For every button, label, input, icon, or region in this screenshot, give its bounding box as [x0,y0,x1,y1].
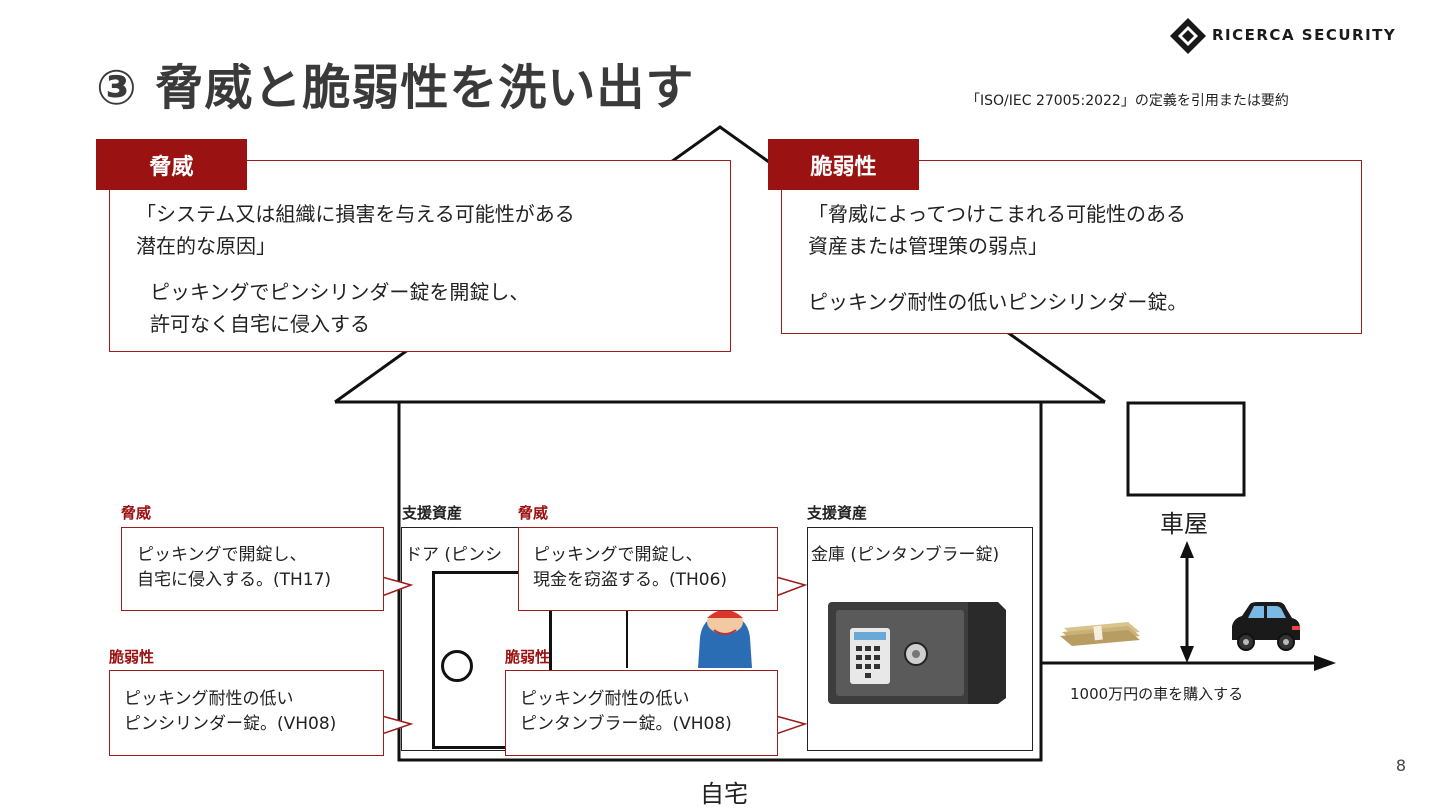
door-vuln-label: 脆弱性 [109,648,155,666]
safe-threat-label: 脅威 [518,504,549,522]
burglar-icon [698,610,752,668]
door-threat-line2: 自宅に侵入する。(TH17) [137,570,332,590]
door-support-label: 支援資産 [402,504,463,522]
vulnerability-definition-line2: 資産または管理策の弱点」 [808,234,1048,258]
threat-example-line1: ピッキングでピンシリンダー錠を開錠し、 [150,280,530,304]
garage-label: 車屋 [1160,510,1208,538]
door-vuln-line1: ピッキング耐性の低い [124,689,294,709]
door-knob-icon [441,650,473,682]
threat-definition-line1: 「システム又は組織に損害を与える可能性がある [136,202,575,226]
arrow-right-icon [1314,655,1336,671]
safe-threat-line1: ピッキングで開錠し、 [533,545,703,565]
page-number: 8 [1395,756,1406,775]
house-label: 自宅 [700,780,748,808]
arrow-up-icon [1180,541,1194,558]
safe-threat-line2: 現金を窃盗する。(TH06) [533,570,728,590]
purchase-label: 1000万円の車を購入する [1070,685,1244,703]
vulnerability-tag: 脆弱性 [768,139,919,190]
safe-vuln-callout [505,670,778,756]
safe-icon [828,602,1006,704]
threat-panel [109,160,731,352]
door-threat-line1: ピッキングで開錠し、 [137,545,307,565]
arrow-down-icon [1180,646,1194,663]
door-vuln-line2: ピンシリンダー錠。(VH08) [124,714,337,734]
partition-line [626,610,628,668]
safe-vuln-line2: ピンタンブラー錠。(VH08) [520,714,732,734]
ricerca-logo-icon [1170,18,1206,54]
vulnerability-example: ピッキング耐性の低いピンシリンダー錠。 [808,290,1188,314]
door-threat-callout [121,527,384,611]
car-icon [1232,602,1300,651]
vulnerability-definition-line1: 「脅威によってつけこまれる可能性のある [808,202,1186,226]
threat-tag: 脅威 [96,139,247,190]
money-stack-icon [1060,622,1140,646]
door-name: ドア (ピンシ [405,545,503,565]
safe-vuln-line1: ピッキング耐性の低い [520,689,690,709]
logo-text: RICERCA SECURITY [1212,26,1397,44]
page-title: ③ 脅威と脆弱性を洗い出す [96,60,695,116]
threat-example-line2: 許可なく自宅に侵入する [150,312,370,336]
safe-support-label: 支援資産 [807,504,868,522]
safe-vuln-label: 脆弱性 [505,648,551,666]
door-vuln-callout [109,670,384,756]
safe-threat-callout [518,527,778,611]
garage-box [1126,401,1246,497]
citation-note: 「ISO/IEC 27005:2022」の定義を引用または要約 [966,93,1289,109]
door-threat-label: 脅威 [121,504,152,522]
threat-definition-line2: 潜在的な原因」 [136,234,276,258]
safe-name: 金庫 (ピンタンブラー錠) [811,545,1000,565]
